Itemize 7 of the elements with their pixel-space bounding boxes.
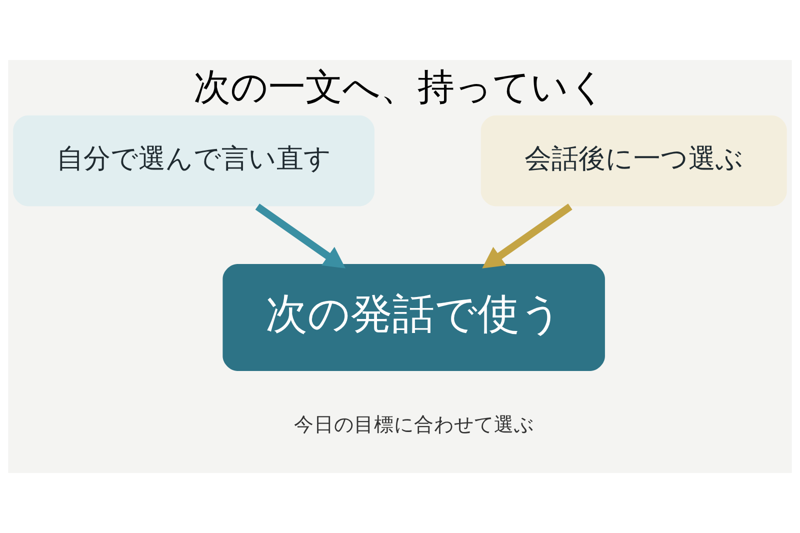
node-box: 会話後に一つ選ぶ: [480, 115, 787, 206]
diagram-title: 次の一文へ、持っていく: [194, 65, 606, 108]
arrow: [255, 204, 346, 268]
node-box: 次の発話で使う: [222, 264, 605, 371]
arrow: [482, 204, 572, 268]
node-label: 今日の目標に合わせて選ぶ: [294, 412, 534, 436]
node-box: 自分で選んで言い直す: [13, 115, 374, 206]
